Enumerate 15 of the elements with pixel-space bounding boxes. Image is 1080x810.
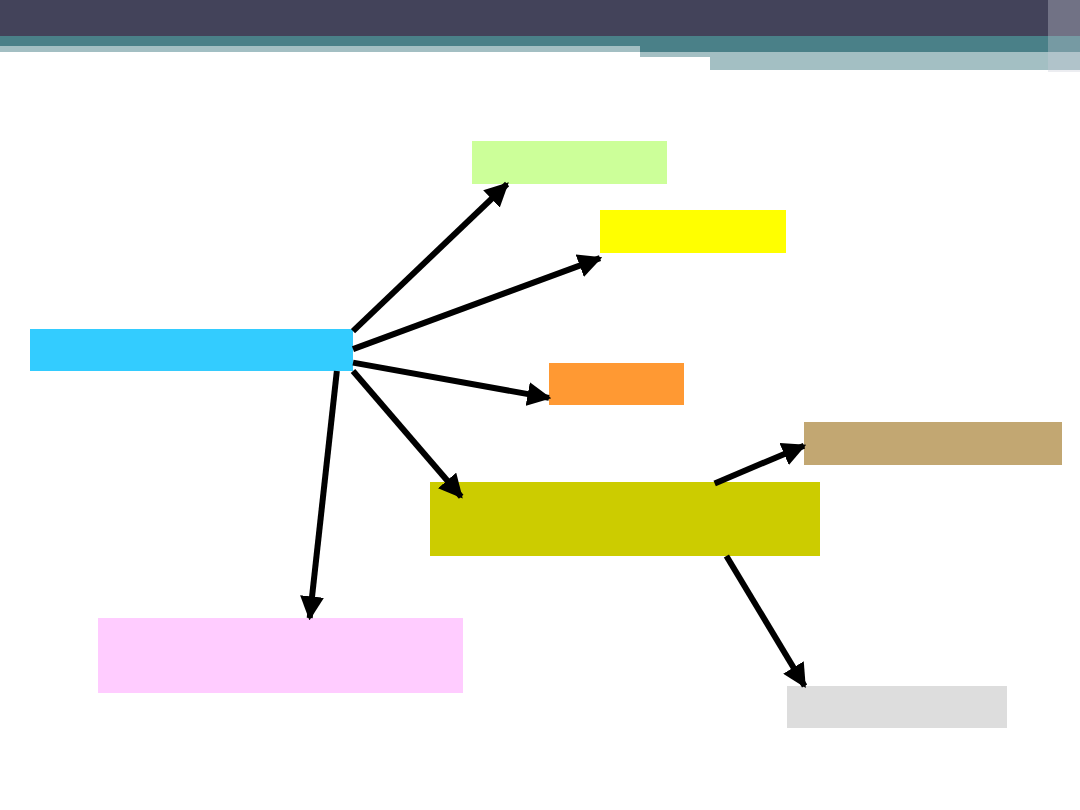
empty-box [472, 141, 667, 184]
arrow [352, 359, 552, 406]
arrow [350, 181, 510, 334]
empty-box [30, 329, 353, 371]
arrow [300, 370, 340, 621]
arrow [350, 369, 464, 499]
empty-box [430, 482, 820, 556]
empty-box [804, 422, 1062, 465]
arrow [723, 554, 808, 689]
empty-box [98, 618, 463, 693]
arrow [351, 254, 603, 352]
empty-box [787, 686, 1007, 728]
empty-box [549, 363, 684, 405]
arrow [713, 442, 807, 487]
empty-box [600, 210, 786, 253]
